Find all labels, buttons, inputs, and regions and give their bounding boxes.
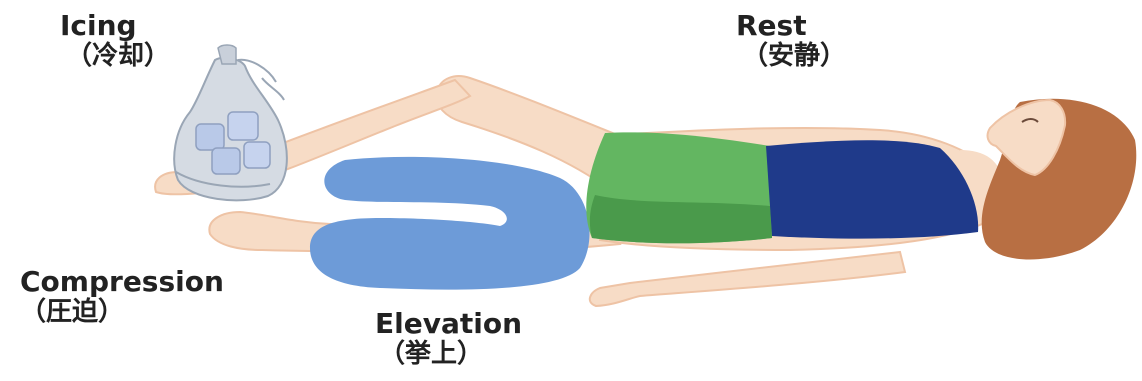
compression-label: Compression （圧迫） xyxy=(20,266,224,328)
compression-label-en: Compression xyxy=(20,266,224,298)
elevation-label: Elevation （挙上） xyxy=(375,308,522,370)
ice-cube xyxy=(196,124,224,150)
lower-arm xyxy=(590,252,905,306)
icing-label-en: Icing xyxy=(60,10,170,42)
elevation-label-ja: （挙上） xyxy=(379,340,522,370)
elevation-label-en: Elevation xyxy=(375,308,522,340)
ice-bag xyxy=(174,45,287,200)
top-garment xyxy=(766,140,978,238)
rest-label-ja: （安静） xyxy=(742,42,846,72)
icing-label: Icing （冷却） xyxy=(60,10,170,72)
icing-label-ja: （冷却） xyxy=(66,42,170,72)
compression-label-ja: （圧迫） xyxy=(20,298,224,328)
ice-cube xyxy=(244,142,270,168)
elevation-cushion xyxy=(310,157,590,290)
rest-label-en: Rest xyxy=(736,10,846,42)
rest-label: Rest （安静） xyxy=(736,10,846,72)
ice-cube xyxy=(212,148,240,174)
ice-cube xyxy=(228,112,258,140)
